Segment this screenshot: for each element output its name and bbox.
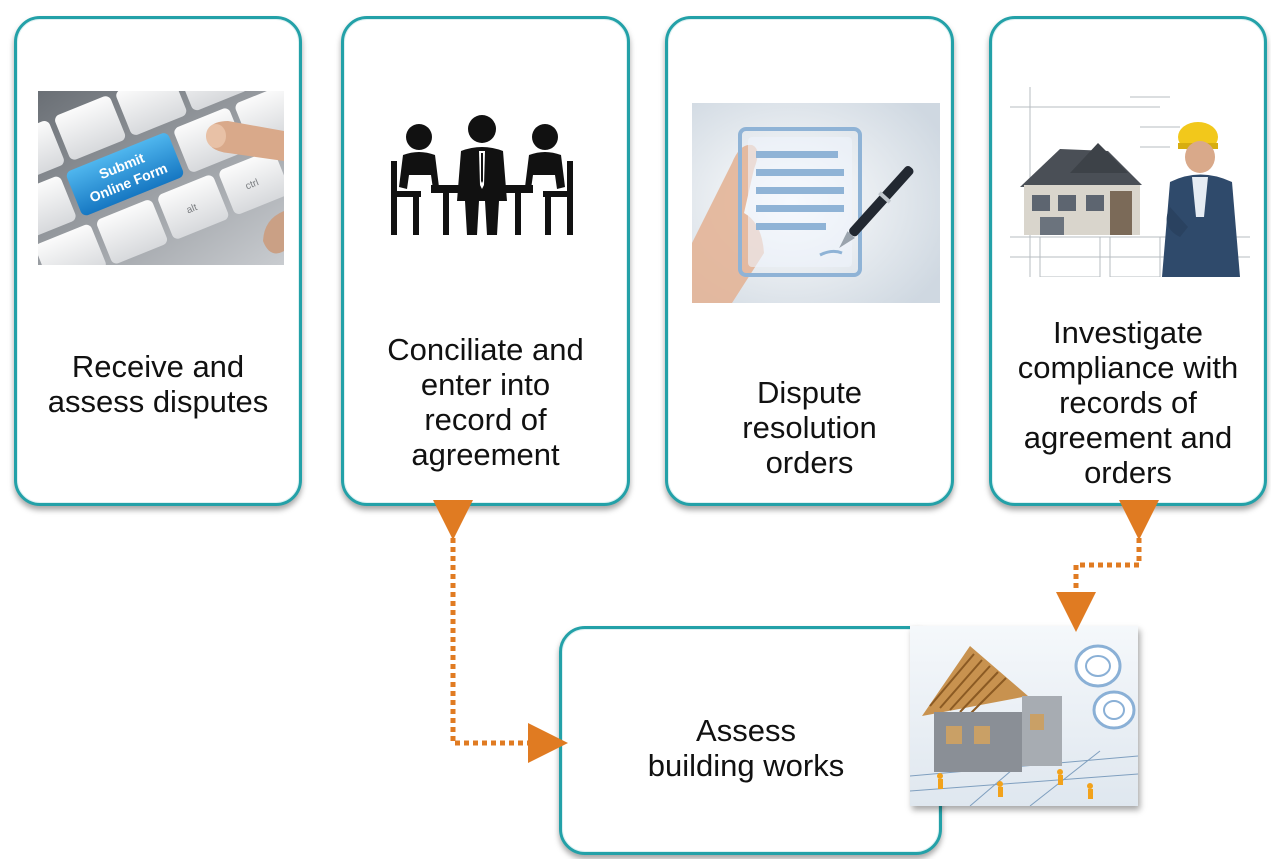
step-card-assess: Assess building works bbox=[559, 626, 942, 855]
step-label-conciliate: Conciliate and enter into record of agre… bbox=[387, 332, 584, 472]
house-construction-photo-icon bbox=[910, 626, 1138, 806]
step-card-orders: Dispute resolution orders bbox=[665, 16, 954, 506]
meeting-people-icon bbox=[387, 115, 577, 235]
step-label-receive: Receive and assess disputes bbox=[47, 349, 269, 419]
step-card-receive: Submit Online Form ctrl alt Receive and … bbox=[14, 16, 302, 506]
step-label-orders: Dispute resolution orders bbox=[742, 375, 877, 480]
keyboard-submit-key-photo-icon: Submit Online Form ctrl alt bbox=[38, 91, 284, 265]
alt-key-text: alt bbox=[185, 202, 199, 216]
connector-investigate-assess bbox=[1056, 500, 1159, 632]
step-label-assess: Assess building works bbox=[647, 713, 845, 783]
document-pen-photo-icon bbox=[692, 103, 940, 303]
house-engineer-photo-icon bbox=[1010, 87, 1250, 277]
connector-conciliate-assess bbox=[433, 500, 568, 763]
step-label-investigate: Investigate compliance with records of a… bbox=[1017, 315, 1239, 490]
step-card-investigate: Investigate compliance with records of a… bbox=[989, 16, 1267, 506]
ctrl-key-text: ctrl bbox=[244, 177, 260, 192]
step-card-conciliate: Conciliate and enter into record of agre… bbox=[341, 16, 630, 506]
